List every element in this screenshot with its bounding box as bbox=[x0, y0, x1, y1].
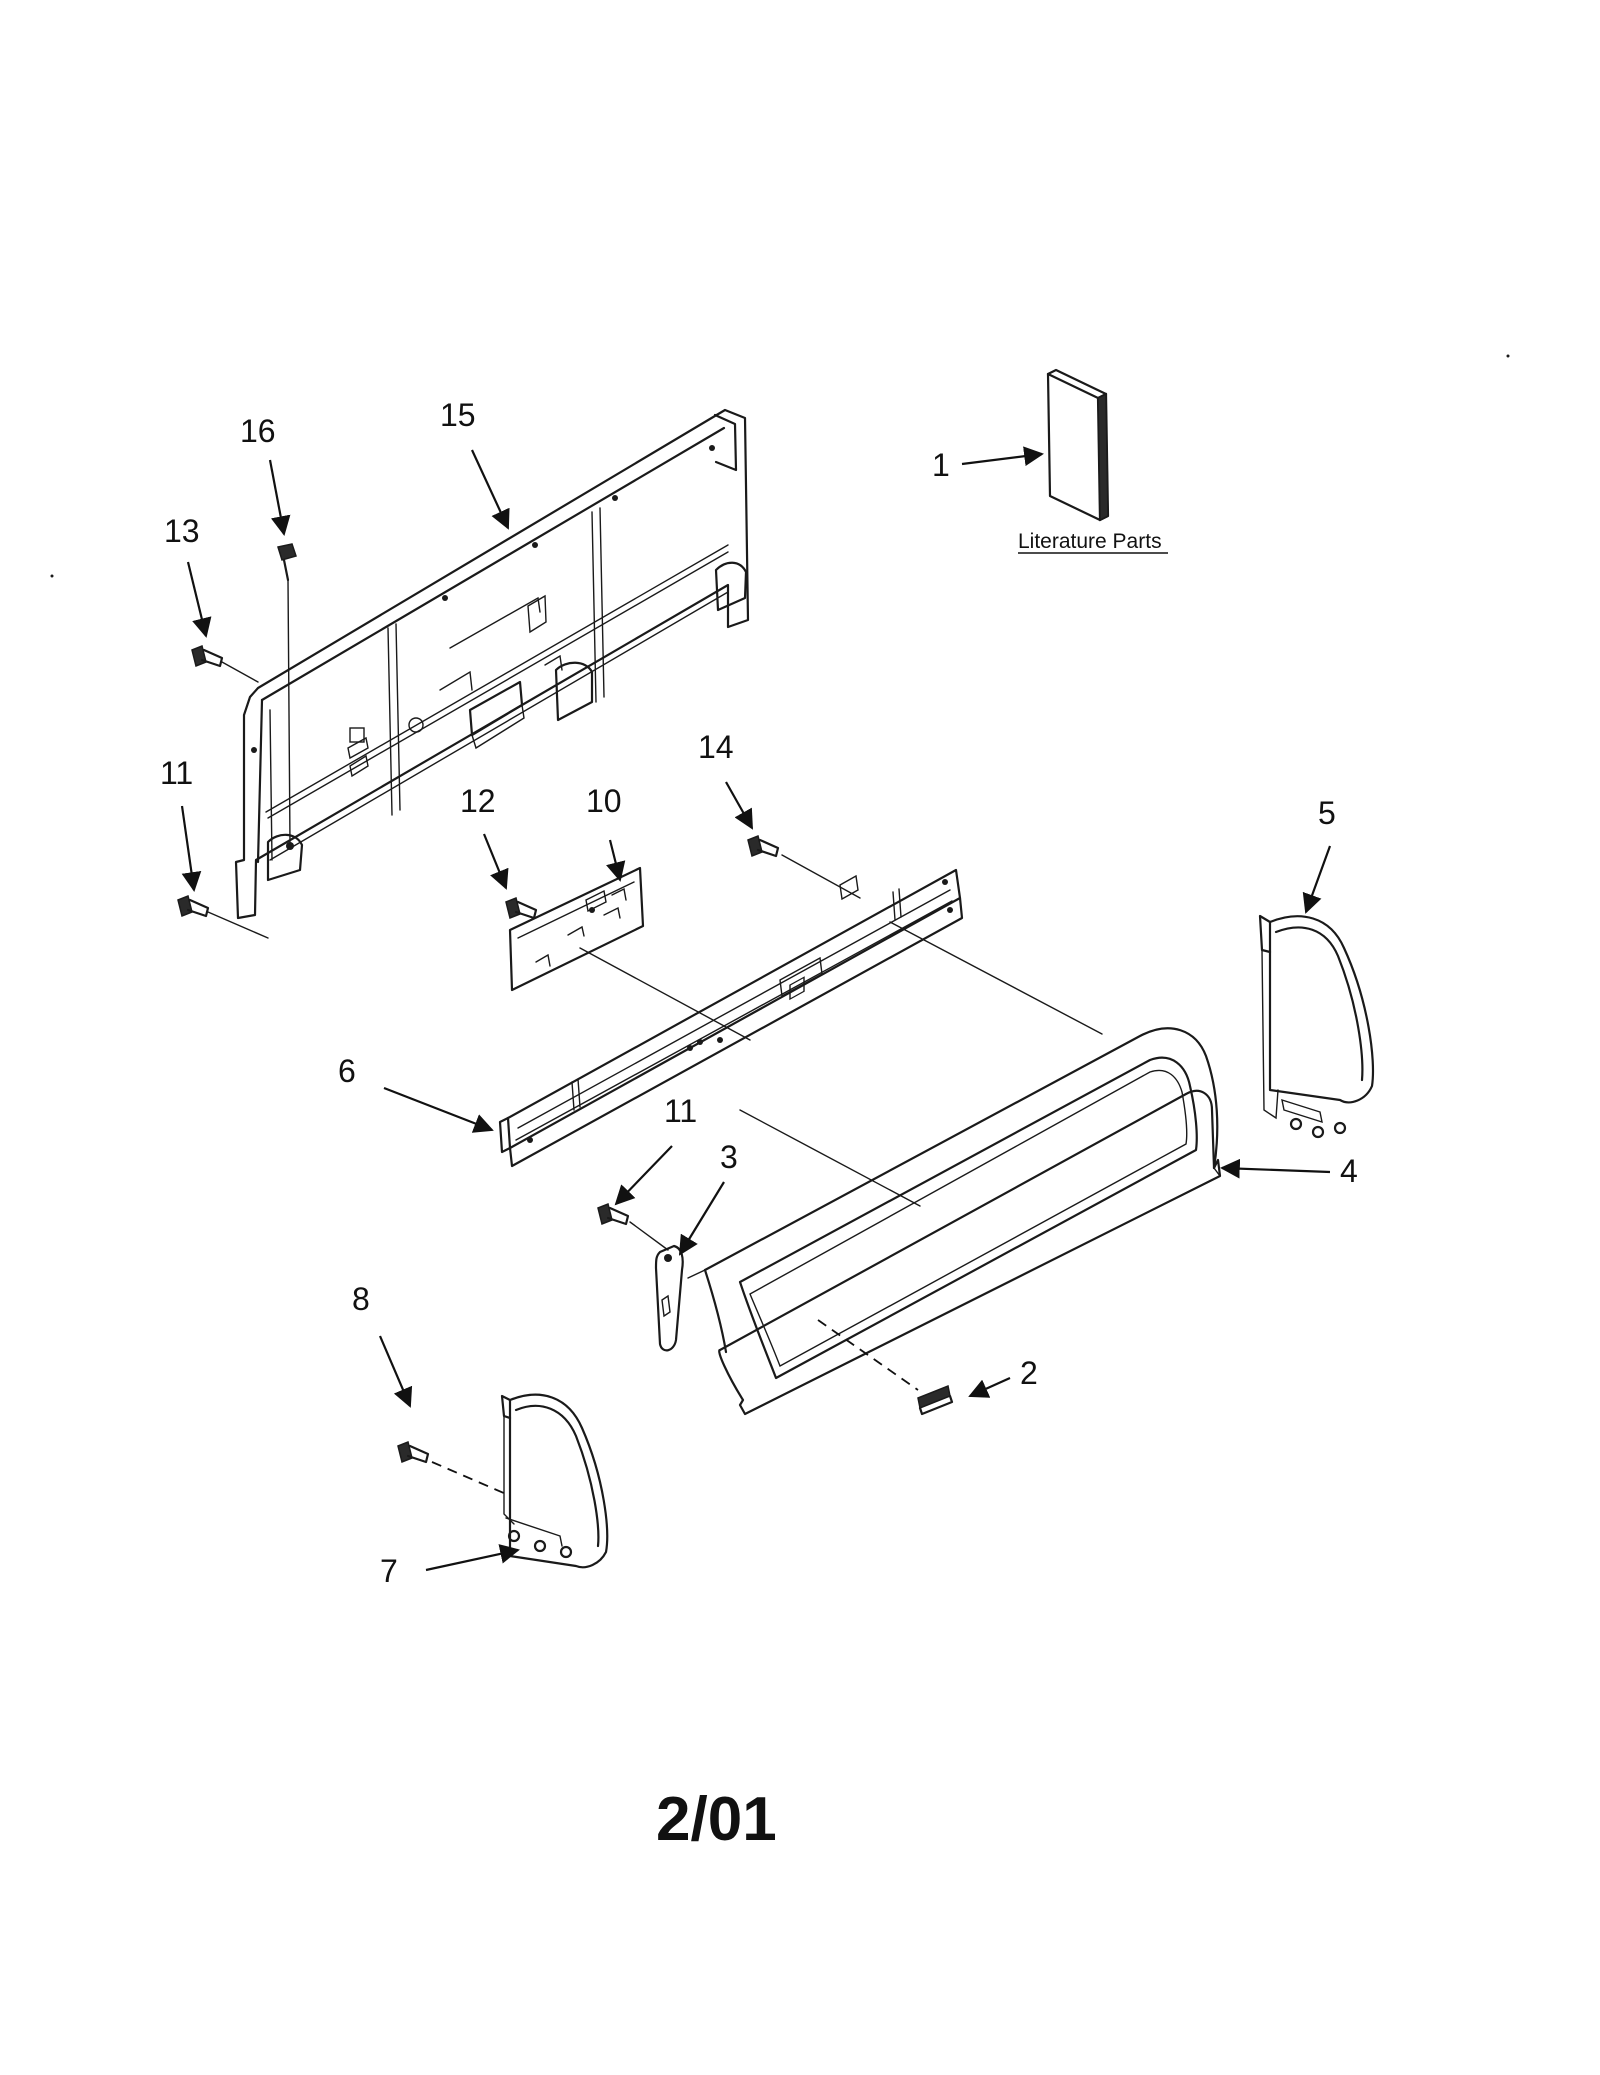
leader-11-left bbox=[180, 805, 202, 892]
callout-11-center: 11 bbox=[664, 1093, 697, 1129]
literature-booklet bbox=[1046, 368, 1110, 522]
panel-bracket bbox=[498, 868, 1103, 1168]
screw-11-center bbox=[597, 1202, 669, 1251]
leader-4 bbox=[1220, 1158, 1331, 1179]
console-panel bbox=[687, 1027, 1222, 1416]
scan-speck bbox=[1506, 354, 1510, 358]
callout-14: 14 bbox=[698, 729, 734, 765]
callout-15: 15 bbox=[440, 397, 476, 433]
scan-speck bbox=[50, 574, 54, 578]
leader-14 bbox=[725, 781, 753, 830]
revision-date-code: 2/01 bbox=[656, 1785, 777, 1854]
rear-control-panel bbox=[234, 408, 750, 920]
callout-10: 10 bbox=[586, 783, 622, 819]
end-cap-right bbox=[1258, 914, 1375, 1139]
screw-13 bbox=[191, 644, 259, 683]
control-board bbox=[508, 866, 751, 1041]
leader-arrows bbox=[180, 446, 1332, 1572]
leader-10 bbox=[606, 839, 626, 882]
leader-7 bbox=[425, 1544, 520, 1572]
dashed-leader-2 bbox=[817, 1319, 919, 1391]
leader-12 bbox=[482, 833, 509, 890]
leader-1 bbox=[961, 446, 1044, 467]
callout-12: 12 bbox=[460, 783, 496, 819]
callout-13: 13 bbox=[164, 513, 200, 549]
leader-5 bbox=[1302, 845, 1332, 914]
callout-16: 16 bbox=[240, 413, 276, 449]
screw-16 bbox=[277, 543, 297, 846]
leader-3 bbox=[678, 1181, 725, 1256]
callout-labels: 1 2 3 4 5 6 7 8 10 11 11 12 13 14 15 16 bbox=[160, 397, 1358, 1589]
screw-12 bbox=[505, 896, 538, 920]
callout-4: 4 bbox=[1340, 1153, 1358, 1189]
leader-11-center bbox=[614, 1145, 673, 1206]
leader-13 bbox=[186, 561, 212, 638]
leader-15 bbox=[471, 449, 510, 530]
callout-5: 5 bbox=[1318, 795, 1336, 831]
leader-8 bbox=[378, 1335, 413, 1408]
callout-6: 6 bbox=[338, 1053, 356, 1089]
hinge-bracket bbox=[654, 1244, 684, 1352]
literature-parts-label: Literature Parts bbox=[1018, 530, 1162, 553]
screw-8 bbox=[397, 1440, 430, 1464]
leader-16 bbox=[268, 459, 291, 536]
display-piece bbox=[917, 1384, 954, 1416]
callout-2: 2 bbox=[1020, 1355, 1038, 1391]
callout-7: 7 bbox=[380, 1553, 398, 1589]
callout-3: 3 bbox=[720, 1139, 738, 1175]
screw-14 bbox=[747, 834, 861, 899]
leader-6 bbox=[383, 1086, 494, 1133]
callout-1: 1 bbox=[932, 447, 950, 483]
callout-11-left: 11 bbox=[160, 755, 193, 791]
callout-8: 8 bbox=[352, 1281, 370, 1317]
dashed-leader-8 bbox=[431, 1461, 507, 1495]
end-cap-left bbox=[500, 1393, 609, 1569]
screw-11-left bbox=[177, 894, 269, 939]
leader-2 bbox=[968, 1376, 1011, 1398]
